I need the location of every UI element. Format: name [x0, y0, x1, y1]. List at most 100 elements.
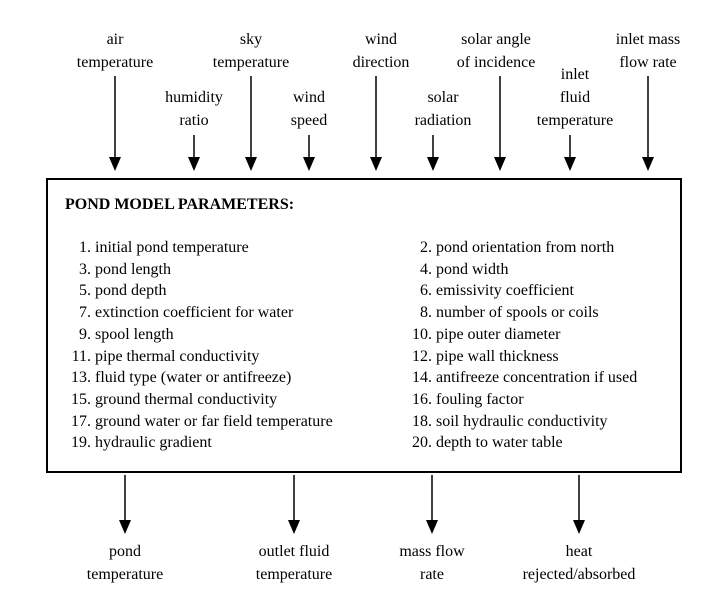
label-line: sky — [239, 31, 263, 48]
label-line: inlet mass — [615, 31, 681, 48]
parameter-item: 20.depth to water table — [401, 432, 637, 454]
label-line: radiation — [414, 112, 472, 129]
input-label-inlet-fluid-temperature: inlet fluid temperature — [523, 63, 627, 132]
label-line: air — [106, 31, 124, 48]
arrowhead-sky-temperature — [245, 157, 257, 171]
input-label-solar-radiation: solar radiation — [398, 86, 488, 132]
parameter-item: 5.pond depth — [60, 280, 333, 302]
parameter-number: 5. — [79, 282, 91, 300]
label-line: rate — [420, 566, 444, 583]
parameter-text: ground thermal conductivity — [95, 390, 278, 408]
parameter-item: 18.soil hydraulic conductivity — [401, 411, 637, 433]
arrowhead-solar-radiation — [427, 157, 439, 171]
parameter-text: pipe wall thickness — [436, 347, 559, 365]
parameter-number: 10. — [412, 325, 432, 343]
label-line: solar — [427, 89, 459, 106]
label-line: fluid — [559, 89, 591, 106]
label-line: solar angle — [461, 31, 531, 48]
parameter-item: 6.emissivity coefficient — [401, 280, 637, 302]
label-line: flow rate — [619, 54, 677, 71]
parameter-item: 17.ground water or far field temperature — [60, 411, 333, 433]
output-label-mass-flow-rate: mass flow rate — [387, 540, 477, 586]
input-label-wind-direction: wind direction — [336, 28, 426, 74]
parameter-number: 9. — [79, 325, 91, 343]
parameter-text: ground water or far field temperature — [95, 412, 333, 430]
parameter-number: 7. — [79, 304, 91, 322]
parameter-number: 14. — [412, 369, 432, 387]
parameter-item: 11.pipe thermal conductivity — [60, 346, 333, 368]
arrowhead-inlet-fluid-temperature — [564, 157, 576, 171]
parameter-text: pond depth — [95, 282, 167, 300]
parameter-number: 1. — [79, 239, 91, 256]
parameter-number: 13. — [71, 369, 91, 387]
parameter-text: pond width — [436, 260, 509, 278]
parameter-number: 19. — [71, 434, 91, 452]
parameter-text: emissivity coefficient — [436, 282, 574, 300]
parameter-number: 17. — [71, 412, 91, 430]
parameter-number: 8. — [420, 304, 432, 322]
parameter-item: 2.pond orientation from north — [401, 237, 637, 259]
parameter-number: 20. — [412, 434, 432, 452]
arrowhead-solar-angle — [494, 157, 506, 171]
arrowhead-wind-speed — [303, 157, 315, 171]
arrowhead-outlet-fluid-temperature — [288, 520, 300, 534]
input-label-sky-temperature: sky temperature — [196, 28, 306, 74]
label-line: temperature — [212, 54, 290, 71]
parameter-number: 15. — [71, 390, 91, 408]
parameter-text: depth to water table — [436, 434, 563, 452]
label-line: wind — [293, 89, 325, 106]
label-line: heat — [565, 543, 593, 560]
output-label-pond-temperature: pond temperature — [71, 540, 179, 586]
label-line: temperature — [76, 54, 154, 71]
parameter-item: 7.extinction coefficient for water — [60, 302, 333, 324]
arrowhead-heat-rejected — [573, 520, 585, 534]
output-label-heat-rejected: heat rejected/absorbed — [504, 540, 654, 586]
parameter-text: hydraulic gradient — [95, 434, 212, 452]
label-line: outlet fluid — [258, 543, 330, 560]
arrowhead-mass-flow-rate — [426, 520, 438, 534]
label-line: of incidence — [456, 54, 536, 71]
parameter-item: 3.pond length — [60, 259, 333, 281]
label-line: wind — [365, 31, 397, 48]
parameter-item: 13.fluid type (water or antifreeze) — [60, 367, 333, 389]
label-line: ratio — [179, 112, 209, 129]
label-line: temperature — [86, 566, 164, 583]
parameter-number: 4. — [420, 260, 432, 278]
label-line: temperature — [255, 566, 333, 583]
parameter-text: spool length — [95, 325, 174, 343]
parameter-text: pipe thermal conductivity — [95, 347, 260, 365]
parameter-number: 3. — [79, 260, 91, 278]
parameter-item: 10.pipe outer diameter — [401, 324, 637, 346]
parameter-item: 15.ground thermal conductivity — [60, 389, 333, 411]
box-title: POND MODEL PARAMETERS: — [65, 196, 295, 213]
parameter-text: number of spools or coils — [436, 304, 599, 322]
output-label-outlet-fluid-temperature: outlet fluid temperature — [234, 540, 354, 586]
parameter-number: 18. — [412, 412, 432, 430]
input-label-inlet-mass-flow: inlet mass flow rate — [598, 28, 698, 74]
parameter-text: pipe outer diameter — [436, 325, 561, 343]
parameter-number: 11. — [71, 347, 91, 365]
parameter-item: 14.antifreeze concentration if used — [401, 367, 637, 389]
parameter-number: 12. — [412, 347, 432, 365]
parameter-text: soil hydraulic conductivity — [436, 412, 608, 430]
parameter-number: 16. — [412, 390, 432, 408]
parameter-text: pond length — [95, 260, 171, 278]
label-line: speed — [290, 112, 328, 129]
parameter-item: 1.initial pond temperature — [60, 237, 333, 259]
parameter-text: extinction coefficient for water — [95, 304, 294, 322]
arrowhead-humidity-ratio — [188, 157, 200, 171]
parameter-item: 12.pipe wall thickness — [401, 346, 637, 368]
parameters-left-column: 1.initial pond temperature 3.pond length… — [60, 237, 333, 454]
arrowhead-inlet-mass-flow — [642, 157, 654, 171]
arrowhead-pond-temperature — [119, 520, 131, 534]
arrowhead-air-temperature — [109, 157, 121, 171]
pond-model-parameters-box: POND MODEL PARAMETERS: 1.initial pond te… — [46, 178, 682, 473]
parameter-item: 19.hydraulic gradient — [60, 432, 333, 454]
label-line: pond — [109, 543, 141, 560]
label-line: inlet — [560, 66, 590, 83]
label-line: humidity — [165, 89, 223, 106]
parameter-number: 6. — [420, 282, 432, 300]
input-label-air-temperature: air temperature — [55, 28, 175, 74]
label-line: direction — [352, 54, 410, 71]
